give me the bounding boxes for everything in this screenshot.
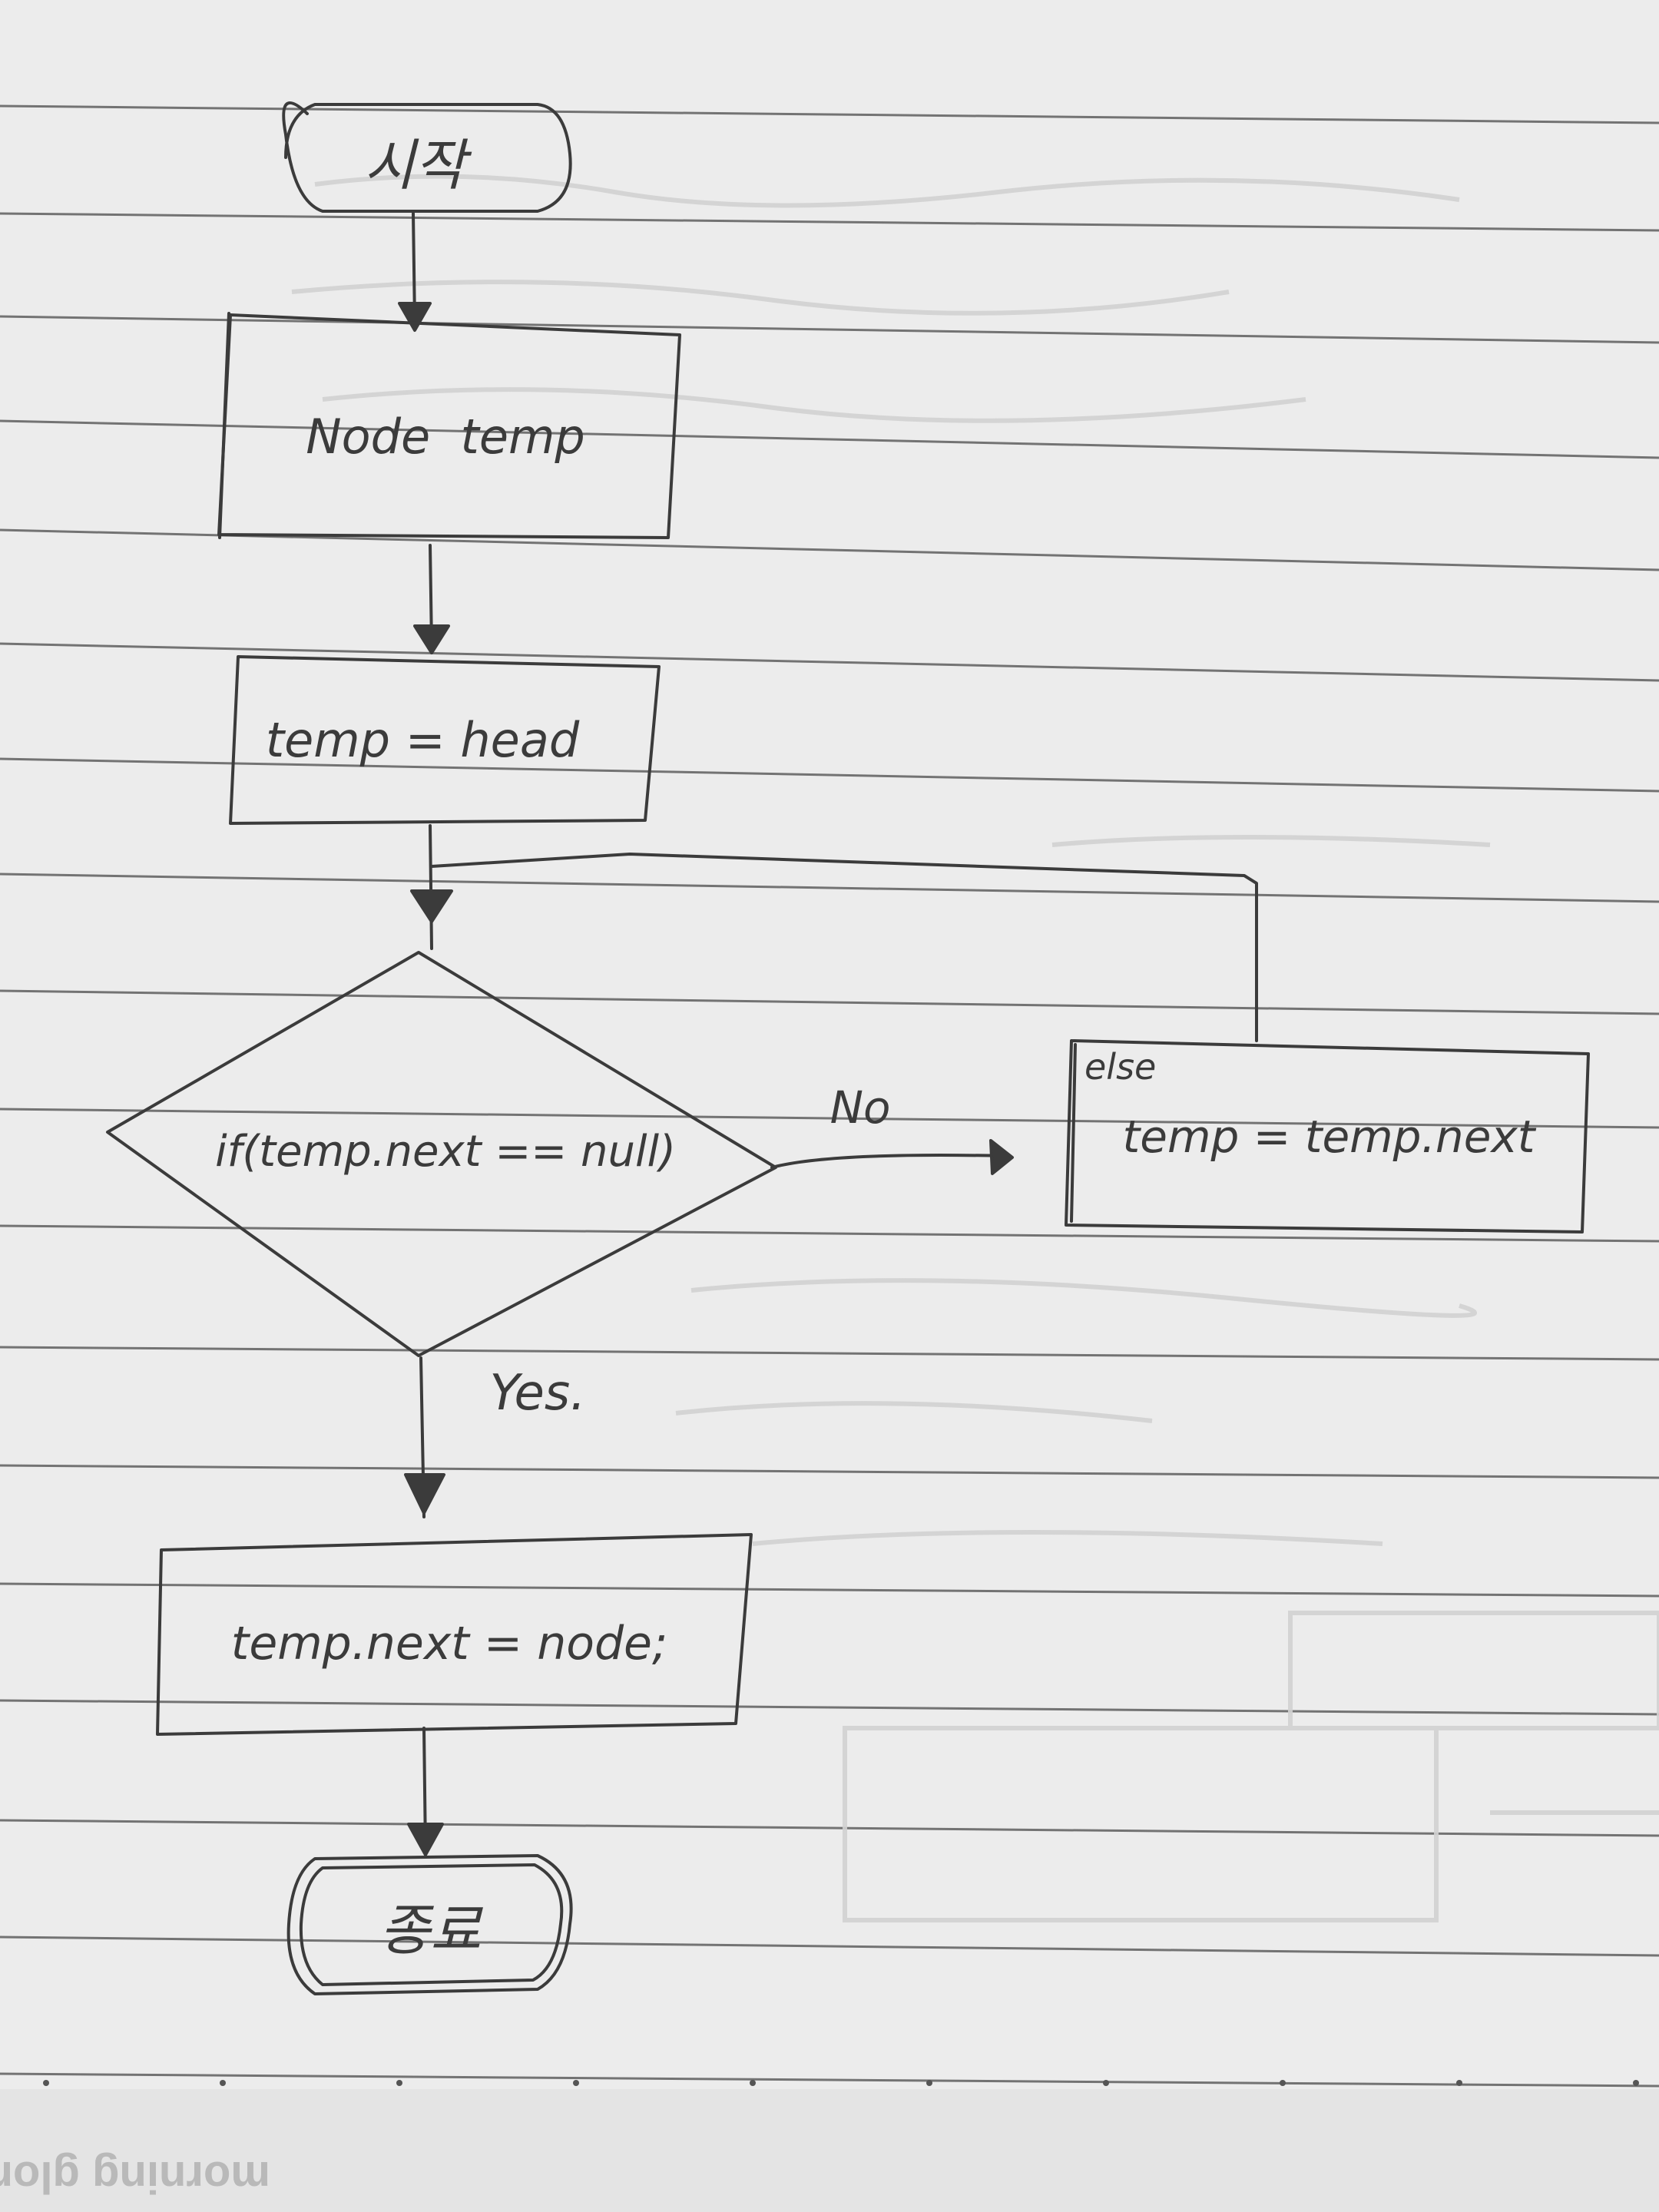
loop-back-arrow: [430, 853, 1258, 1042]
declare-box: [217, 312, 681, 539]
no-label: No: [830, 1081, 891, 1134]
end-terminal: [286, 1854, 573, 1995]
condition-label: if(temp.next == null): [215, 1127, 676, 1177]
start-terminal: [282, 101, 572, 213]
ruled-line-dots: [43, 2080, 1639, 2086]
arrow-assign-to-condition: [410, 824, 453, 950]
condition-diamond: [106, 951, 777, 1357]
ruled-lines: [0, 104, 1659, 2088]
end-label: 종료: [379, 1898, 483, 1962]
arrow-append-to-end: [407, 1727, 444, 1856]
yes-arrow: [404, 1356, 445, 1518]
else-tag: else: [1084, 1046, 1156, 1088]
arrow-start-to-declare: [398, 212, 432, 332]
bleed-through-marks: [291, 174, 1659, 1922]
arrow-declare-to-assign: [413, 544, 450, 654]
no-arrow: [770, 1139, 1014, 1175]
append-label: temp.next = node;: [231, 1617, 667, 1671]
declare-label: Node temp: [306, 409, 584, 465]
assign-label: temp = head: [266, 712, 580, 768]
yes-label: Yes.: [489, 1365, 585, 1422]
start-label: 시작: [364, 133, 472, 197]
else-box: [1065, 1039, 1590, 1233]
append-box: [156, 1533, 753, 1736]
assign-box: [229, 655, 661, 825]
else-label: temp = temp.next: [1123, 1111, 1537, 1163]
footer-mirrored-text: morning glory: [0, 2152, 270, 2202]
